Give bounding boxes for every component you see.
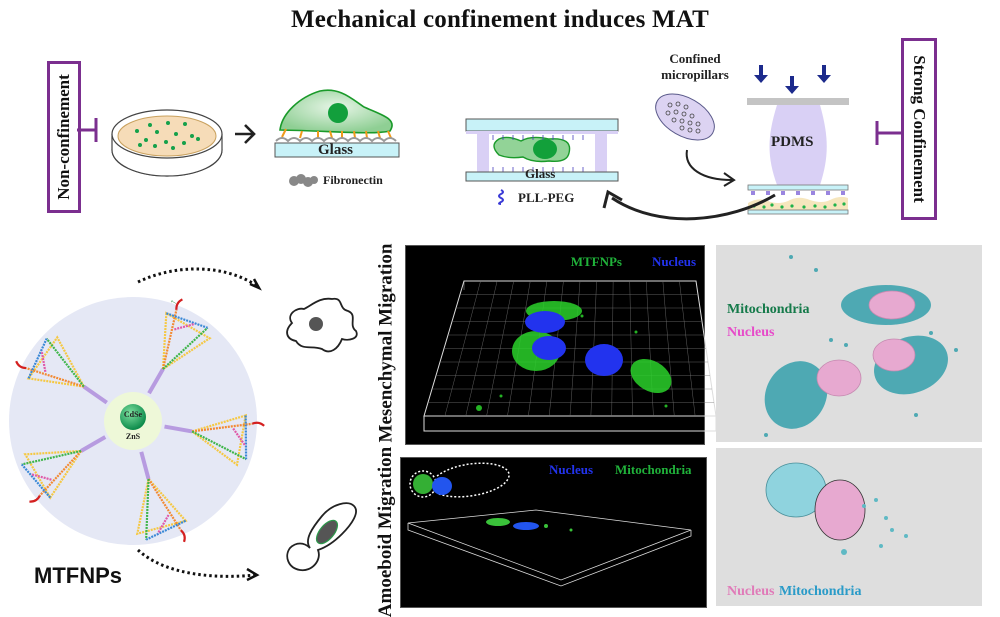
mesenchymal-fluor-legend-nucleus: Nucleus <box>651 254 696 269</box>
amoeboid-fluorescence-panel: Nucleus Mitochondria <box>400 457 707 608</box>
fibronectin-label: Fibronectin <box>323 173 383 187</box>
mesenchymal-fluor-legend-mtfnps: MTFNPs <box>570 254 622 269</box>
mtfnps-label: MTFNPs <box>34 563 122 588</box>
petri-dish-icon <box>111 109 223 177</box>
amoeboid-3d-render <box>765 462 908 555</box>
strong-confinement-label-box: Strong Confinement <box>901 38 937 220</box>
mesenchymal-migration-label-wrap: Mesenchymal Migration <box>372 240 400 445</box>
mesenchymal-render-legend-nucleus: Nucleus <box>727 325 775 340</box>
mesenchymal-cell-icon <box>286 297 358 353</box>
amoeboid-fluorescence-render <box>407 462 692 587</box>
amoeboid-cell-icon <box>286 502 357 572</box>
pll-peg-label: PLL-PEG <box>518 190 575 205</box>
mtfnp-nanoparticle-illustration: ↑ <box>9 297 265 545</box>
amoeboid-render-legend-nucleus: Nucleus <box>727 584 775 599</box>
mesenchymal-migration-label: Mesenchymal Migration <box>375 243 396 442</box>
right-arrow-icon <box>235 124 256 144</box>
amoeboid-migration-label-wrap: Amoeboid Migration <box>372 446 400 616</box>
figure-title: Mechanical confinement induces MAT <box>290 6 710 33</box>
mesenchymal-fluorescence-panel: MTFNPs Nucleus <box>405 245 717 445</box>
core-label: CdSe <box>123 410 143 419</box>
confined-micropillars-label-line2: micropillars <box>661 67 729 82</box>
mesenchymal-fluorescence-render <box>423 280 717 432</box>
mesenchymal-render-legend-mitochondria: Mitochondria <box>727 302 810 317</box>
inhibition-bracket-left <box>77 118 98 142</box>
mesenchymal-3d-render-panel: Mitochondria Nucleus <box>716 245 982 442</box>
inhibition-bracket-right <box>875 121 902 145</box>
micropillar-disc-icon <box>655 93 715 141</box>
curved-arrow-to-pdms <box>685 149 736 187</box>
pdms-press-illustration <box>747 65 849 215</box>
fibronectin-icon <box>289 174 318 187</box>
amoeboid-3d-render-panel: Nucleus Mitochondria <box>716 448 982 606</box>
pll-peg-icon <box>498 189 504 205</box>
dotted-arrow-to-mesenchymal <box>137 267 262 291</box>
amoeboid-fluor-legend-mitochondria: Mitochondria <box>615 462 692 477</box>
mesenchymal-3d-render <box>764 255 958 437</box>
svg-text:↑: ↑ <box>168 297 179 306</box>
pdms-label: PDMS <box>771 134 814 150</box>
amoeboid-migration-label: Amoeboid Migration <box>375 446 396 617</box>
glass-label-left: Glass <box>318 142 354 158</box>
glass-label-middle: Glass <box>525 166 556 181</box>
amoeboid-fluor-legend-nucleus: Nucleus <box>549 462 594 477</box>
non-confinement-label-box: Non-confinement <box>47 61 81 213</box>
curved-arrow-back <box>602 189 776 221</box>
shell-label: ZnS <box>125 432 141 441</box>
non-confinement-label: Non-confinement <box>54 74 74 200</box>
adherent-cell-on-glass-illustration <box>274 89 400 158</box>
amoeboid-render-legend-mitochondria: Mitochondria <box>779 584 862 599</box>
confined-cell-illustration <box>465 118 619 182</box>
confined-micropillars-label: Confined micropillars <box>640 51 750 83</box>
confined-micropillars-label-line1: Confined <box>669 51 721 66</box>
strong-confinement-label: Strong Confinement <box>910 55 929 203</box>
dotted-arrow-to-amoeboid <box>136 548 260 582</box>
